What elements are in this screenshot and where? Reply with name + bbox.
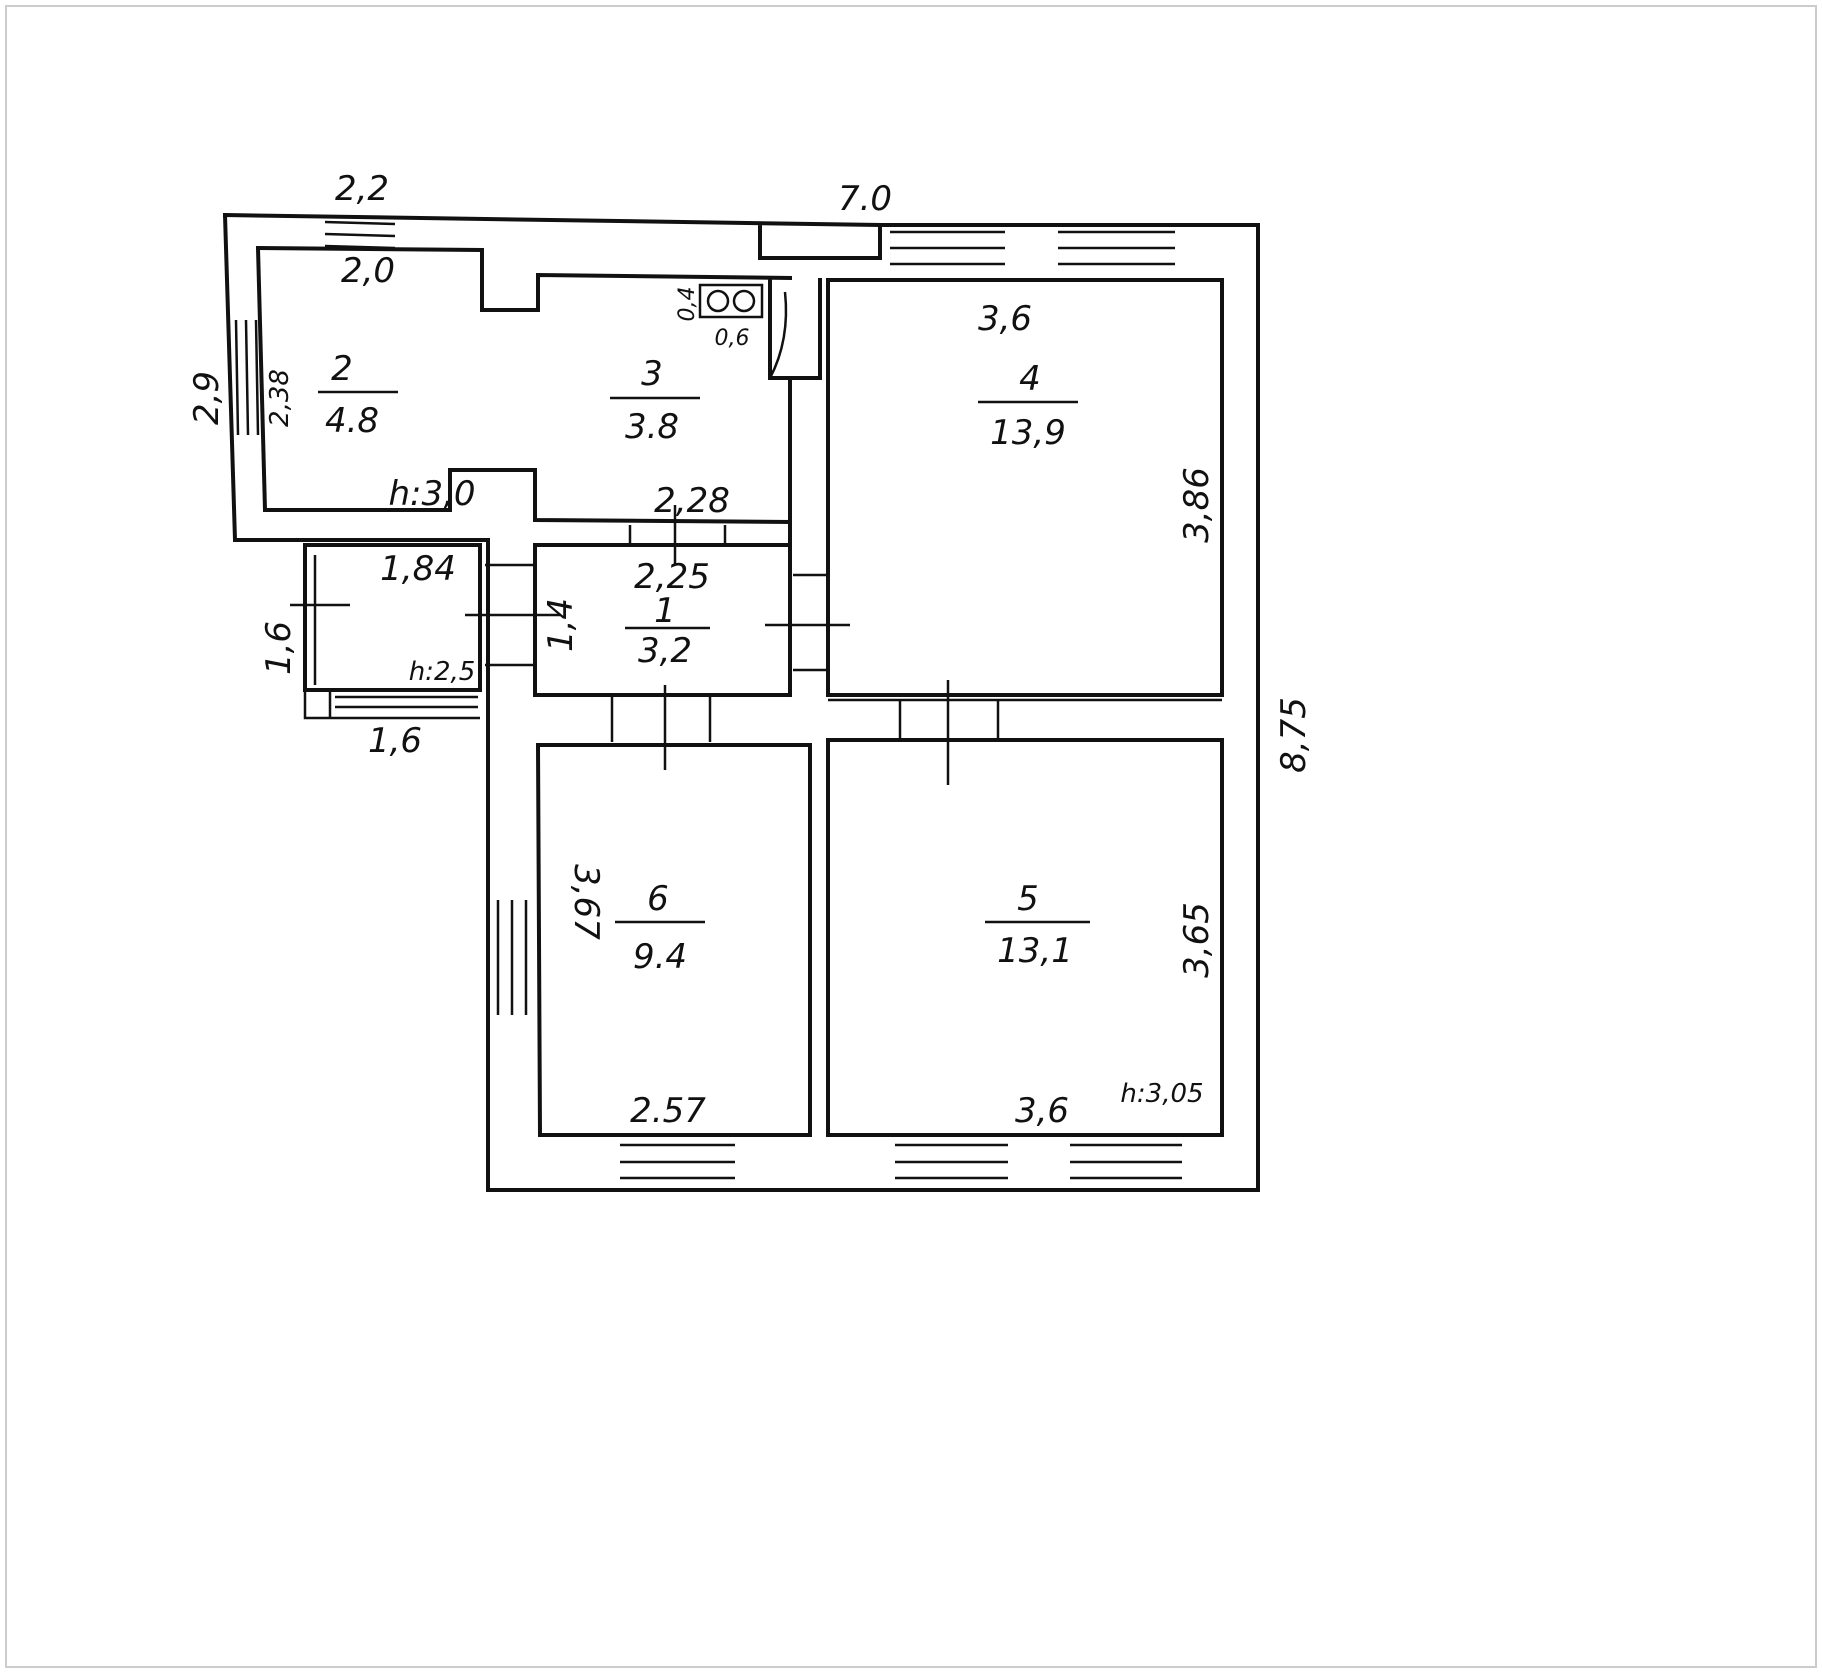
room-5-number: 5: [1017, 879, 1039, 919]
room-3-number: 3: [641, 354, 663, 394]
wall-4-5-partition: [828, 698, 1222, 742]
wall-room-4: [826, 278, 1224, 697]
outer-wall-left-wing: [222, 212, 490, 542]
room-5-area: 13,1: [997, 931, 1073, 971]
porch-width-bottom: 1,6: [368, 721, 422, 761]
stove-depth: 0,4: [675, 287, 700, 322]
room-4-width: 3,6: [978, 299, 1032, 339]
room-4-area: 13,9: [990, 413, 1066, 453]
room-1-depth: 1,4: [541, 598, 581, 652]
room-1-width: 2,25: [634, 557, 710, 597]
door-room-1-bottom: [610, 685, 712, 770]
window-left-corridor: [496, 900, 528, 1015]
wall-hall-cabinet: [768, 276, 822, 380]
room-5-width: 3,6: [1015, 1091, 1069, 1131]
inner-walls: [255, 245, 1224, 1137]
room-2-height: h:3,0: [388, 474, 475, 514]
room-5-depth: 3,65: [1177, 902, 1217, 978]
wall-room-1: [533, 543, 792, 697]
window-top-room-4-a: [890, 230, 1005, 266]
stove-width: 0,6: [715, 326, 750, 351]
dim-top-width: 7.0: [838, 179, 892, 219]
door-room-4-5: [898, 680, 1000, 785]
door-porch: [465, 563, 560, 667]
stove-burner-right-icon: [732, 289, 756, 313]
room-2-number: 2: [331, 349, 353, 389]
wall-room-6: [535, 743, 812, 1137]
room-2-area: 4.8: [325, 401, 379, 441]
window-left-room-2: [234, 319, 260, 436]
porch-depth: 1,6: [259, 621, 299, 675]
window-bottom-room-5-a: [895, 1143, 1008, 1180]
room-1-area: 3,2: [638, 631, 692, 671]
room-6-width: 2.57: [630, 1091, 706, 1131]
stove: [698, 283, 764, 319]
outer-wall-main: [486, 223, 1260, 1192]
wall-porch-outer: [303, 545, 480, 720]
room-3-area: 3.8: [625, 407, 679, 447]
outer-walls: [222, 212, 1260, 1192]
door-room-1-right: [765, 573, 850, 672]
door-room-3-cabinet: [768, 291, 788, 379]
windows: [234, 220, 1182, 1180]
porch-height: h:2,5: [409, 657, 476, 687]
wall-room-2-top: [255, 245, 793, 312]
window-bottom-room-5-b: [1070, 1143, 1182, 1180]
window-bottom-room-6: [620, 1143, 735, 1180]
page-frame: [5, 5, 1817, 1668]
room-6-number: 6: [647, 879, 669, 919]
room-2-width: 2,0: [341, 251, 395, 291]
dim-left-height: 2,9: [187, 371, 227, 425]
room-3-width: 2,28: [654, 481, 730, 521]
porch-width-top: 1,84: [380, 549, 456, 589]
doors: [290, 291, 1000, 785]
dim-top-left-width: 2,2: [335, 169, 389, 209]
room-6-depth: 3,67: [566, 864, 606, 940]
room-4-number: 4: [1019, 359, 1041, 399]
room-5-height: h:3,05: [1120, 1079, 1203, 1109]
wall-room-2-bottom: [255, 245, 793, 525]
stove-burner-left-icon: [706, 289, 730, 313]
room-1-number: 1: [654, 591, 676, 631]
room-6-area: 9.4: [633, 937, 687, 977]
stove-body: [698, 283, 764, 319]
window-porch-bottom: [335, 695, 478, 709]
outer-wall-top: [222, 212, 882, 260]
door-room-1-top: [628, 505, 727, 565]
window-top-room-2: [324, 220, 396, 250]
dim-right-height: 8,75: [1274, 697, 1314, 773]
window-top-room-4-b: [1058, 230, 1175, 266]
room-4-depth: 3,86: [1177, 467, 1217, 543]
room-2-depth: 2,38: [265, 369, 295, 427]
